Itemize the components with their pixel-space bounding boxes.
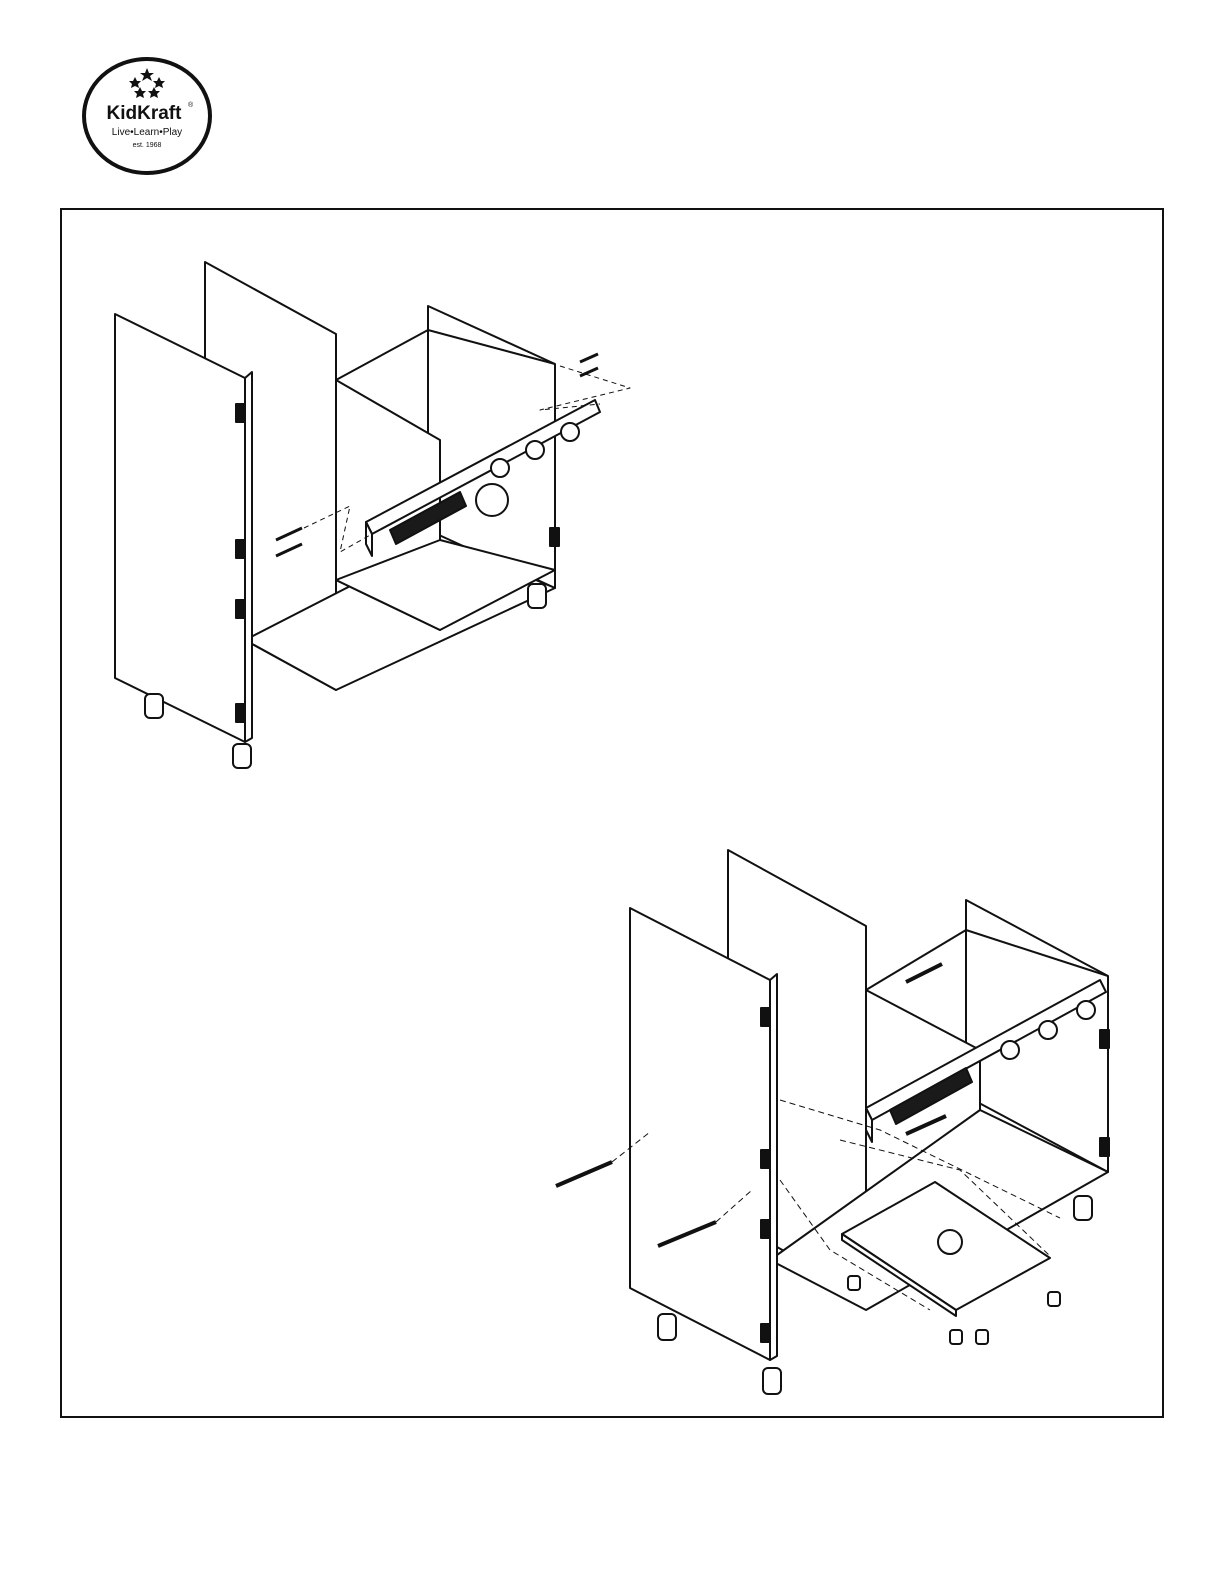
- cabinet-with-shelf-and-feet-icon: [556, 850, 1109, 1394]
